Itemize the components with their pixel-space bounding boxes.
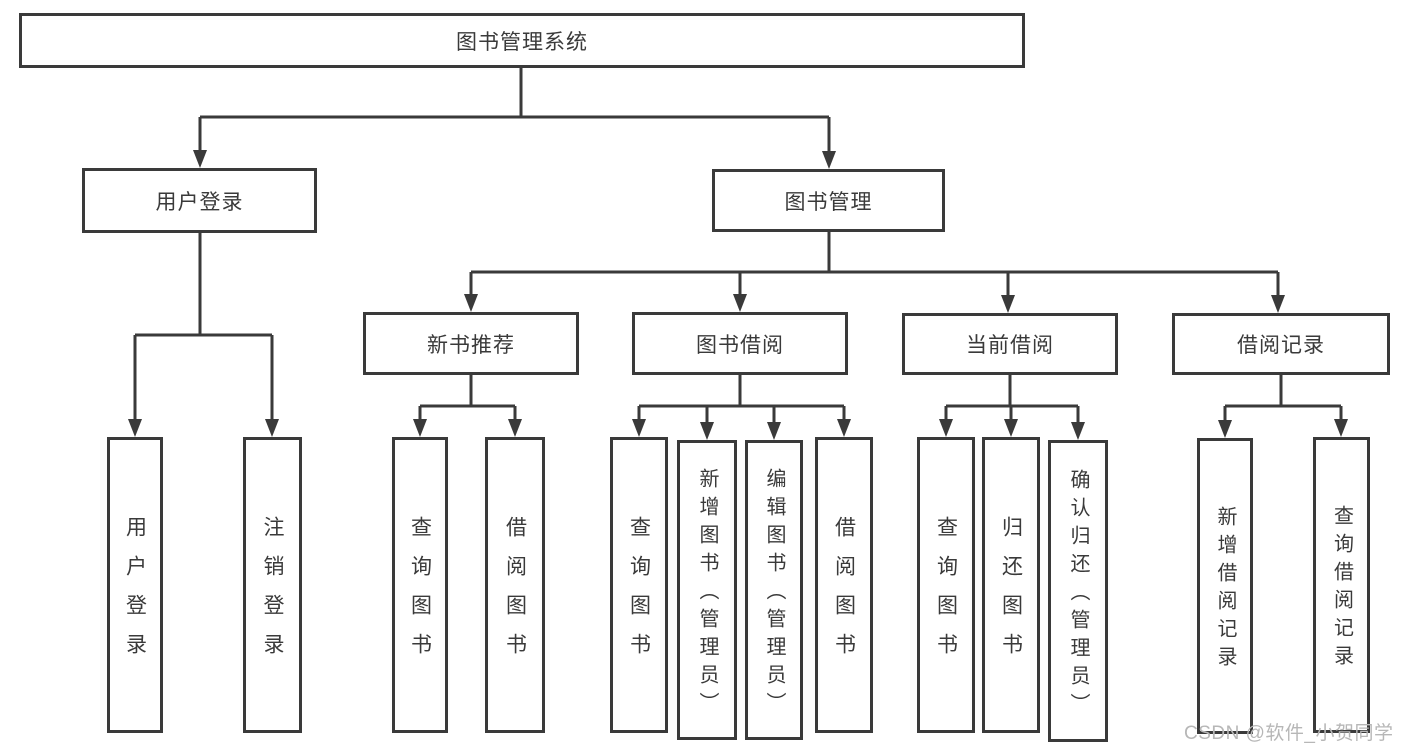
leaf-label: 查询借阅记录 bbox=[1330, 505, 1353, 673]
arrow-down-icon bbox=[413, 419, 427, 437]
node-label: 图书管理系统 bbox=[456, 30, 588, 54]
arrow-down-icon bbox=[822, 151, 836, 169]
node-borrow-records: 借阅记录 bbox=[1172, 313, 1390, 375]
arrow-down-icon bbox=[265, 419, 279, 437]
arrow-down-icon bbox=[1071, 422, 1085, 440]
leaf-user-login: 用户登录 bbox=[107, 437, 163, 733]
arrow-down-icon bbox=[1004, 419, 1018, 437]
csdn-watermark: CSDN @软件_小贺同学 bbox=[1184, 723, 1394, 744]
leaf-borrow-books: 借阅图书 bbox=[485, 437, 545, 733]
node-library-management-system: 图书管理系统 bbox=[19, 13, 1025, 68]
arrow-down-icon bbox=[128, 419, 142, 437]
connector-book-borrow-children bbox=[637, 375, 846, 427]
node-book-management: 图书管理 bbox=[712, 169, 945, 232]
node-book-borrow: 图书借阅 bbox=[632, 312, 848, 375]
leaf-label: 借阅图书 bbox=[503, 516, 527, 672]
arrow-down-icon bbox=[733, 294, 747, 312]
connector-book-management-children bbox=[469, 232, 1280, 300]
arrow-down-icon bbox=[837, 419, 851, 437]
leaf-label: 注销登录 bbox=[261, 516, 284, 672]
leaf-label: 编辑图书（管理员） bbox=[763, 468, 785, 720]
connector-root-to-level1 bbox=[198, 68, 831, 155]
leaf-query-books: 查询图书 bbox=[392, 437, 448, 733]
leaf-add-books-admin: 新增图书（管理员） bbox=[677, 440, 737, 740]
leaf-label: 新增借阅记录 bbox=[1214, 506, 1236, 674]
leaf-label: 用户登录 bbox=[123, 516, 147, 672]
leaf-label: 新增图书（管理员） bbox=[696, 468, 718, 720]
leaf-label: 查询图书 bbox=[408, 516, 432, 672]
node-label: 借阅记录 bbox=[1237, 334, 1325, 357]
leaf-edit-books-admin: 编辑图书（管理员） bbox=[745, 440, 803, 740]
arrow-down-icon bbox=[939, 419, 953, 437]
arrow-down-icon bbox=[1334, 419, 1348, 437]
node-user-login: 用户登录 bbox=[82, 168, 317, 233]
leaf-label: 确认归还（管理员） bbox=[1067, 469, 1089, 721]
connector-user-login-children bbox=[133, 233, 274, 424]
leaf-query-borrow-record: 查询借阅记录 bbox=[1313, 437, 1370, 733]
node-label: 当前借阅 bbox=[966, 334, 1054, 357]
leaf-query-books: 查询图书 bbox=[917, 437, 975, 733]
arrow-down-icon bbox=[1218, 420, 1232, 438]
arrow-down-icon bbox=[700, 422, 714, 440]
connector-current-borrow-children bbox=[944, 375, 1080, 427]
arrow-down-icon bbox=[464, 294, 478, 312]
leaf-logout: 注销登录 bbox=[243, 437, 302, 733]
node-label: 用户登录 bbox=[155, 190, 244, 214]
leaf-confirm-return-admin: 确认归还（管理员） bbox=[1048, 440, 1108, 742]
leaf-add-borrow-record: 新增借阅记录 bbox=[1197, 438, 1253, 734]
leaf-label: 归还图书 bbox=[999, 516, 1023, 672]
leaf-return-books: 归还图书 bbox=[982, 437, 1040, 733]
arrow-down-icon bbox=[193, 150, 207, 168]
node-label: 图书管理 bbox=[784, 190, 873, 214]
leaf-query-books: 查询图书 bbox=[610, 437, 668, 733]
arrow-down-icon bbox=[1001, 295, 1015, 313]
leaf-label: 查询图书 bbox=[934, 516, 958, 672]
arrow-down-icon bbox=[1271, 295, 1285, 313]
leaf-borrow-books: 借阅图书 bbox=[815, 437, 873, 733]
leaf-label: 查询图书 bbox=[627, 516, 651, 672]
node-new-book-recommend: 新书推荐 bbox=[363, 312, 579, 375]
arrow-down-icon bbox=[508, 419, 522, 437]
arrowhead-icons bbox=[128, 150, 1348, 440]
arrow-down-icon bbox=[767, 422, 781, 440]
leaf-label: 借阅图书 bbox=[832, 516, 856, 672]
arrow-down-icon bbox=[632, 419, 646, 437]
node-current-borrow: 当前借阅 bbox=[902, 313, 1118, 375]
node-label: 图书借阅 bbox=[696, 333, 784, 357]
connector-borrow-records-children bbox=[1223, 375, 1343, 425]
connector-new-book-children bbox=[418, 375, 517, 424]
node-label: 新书推荐 bbox=[427, 333, 515, 357]
